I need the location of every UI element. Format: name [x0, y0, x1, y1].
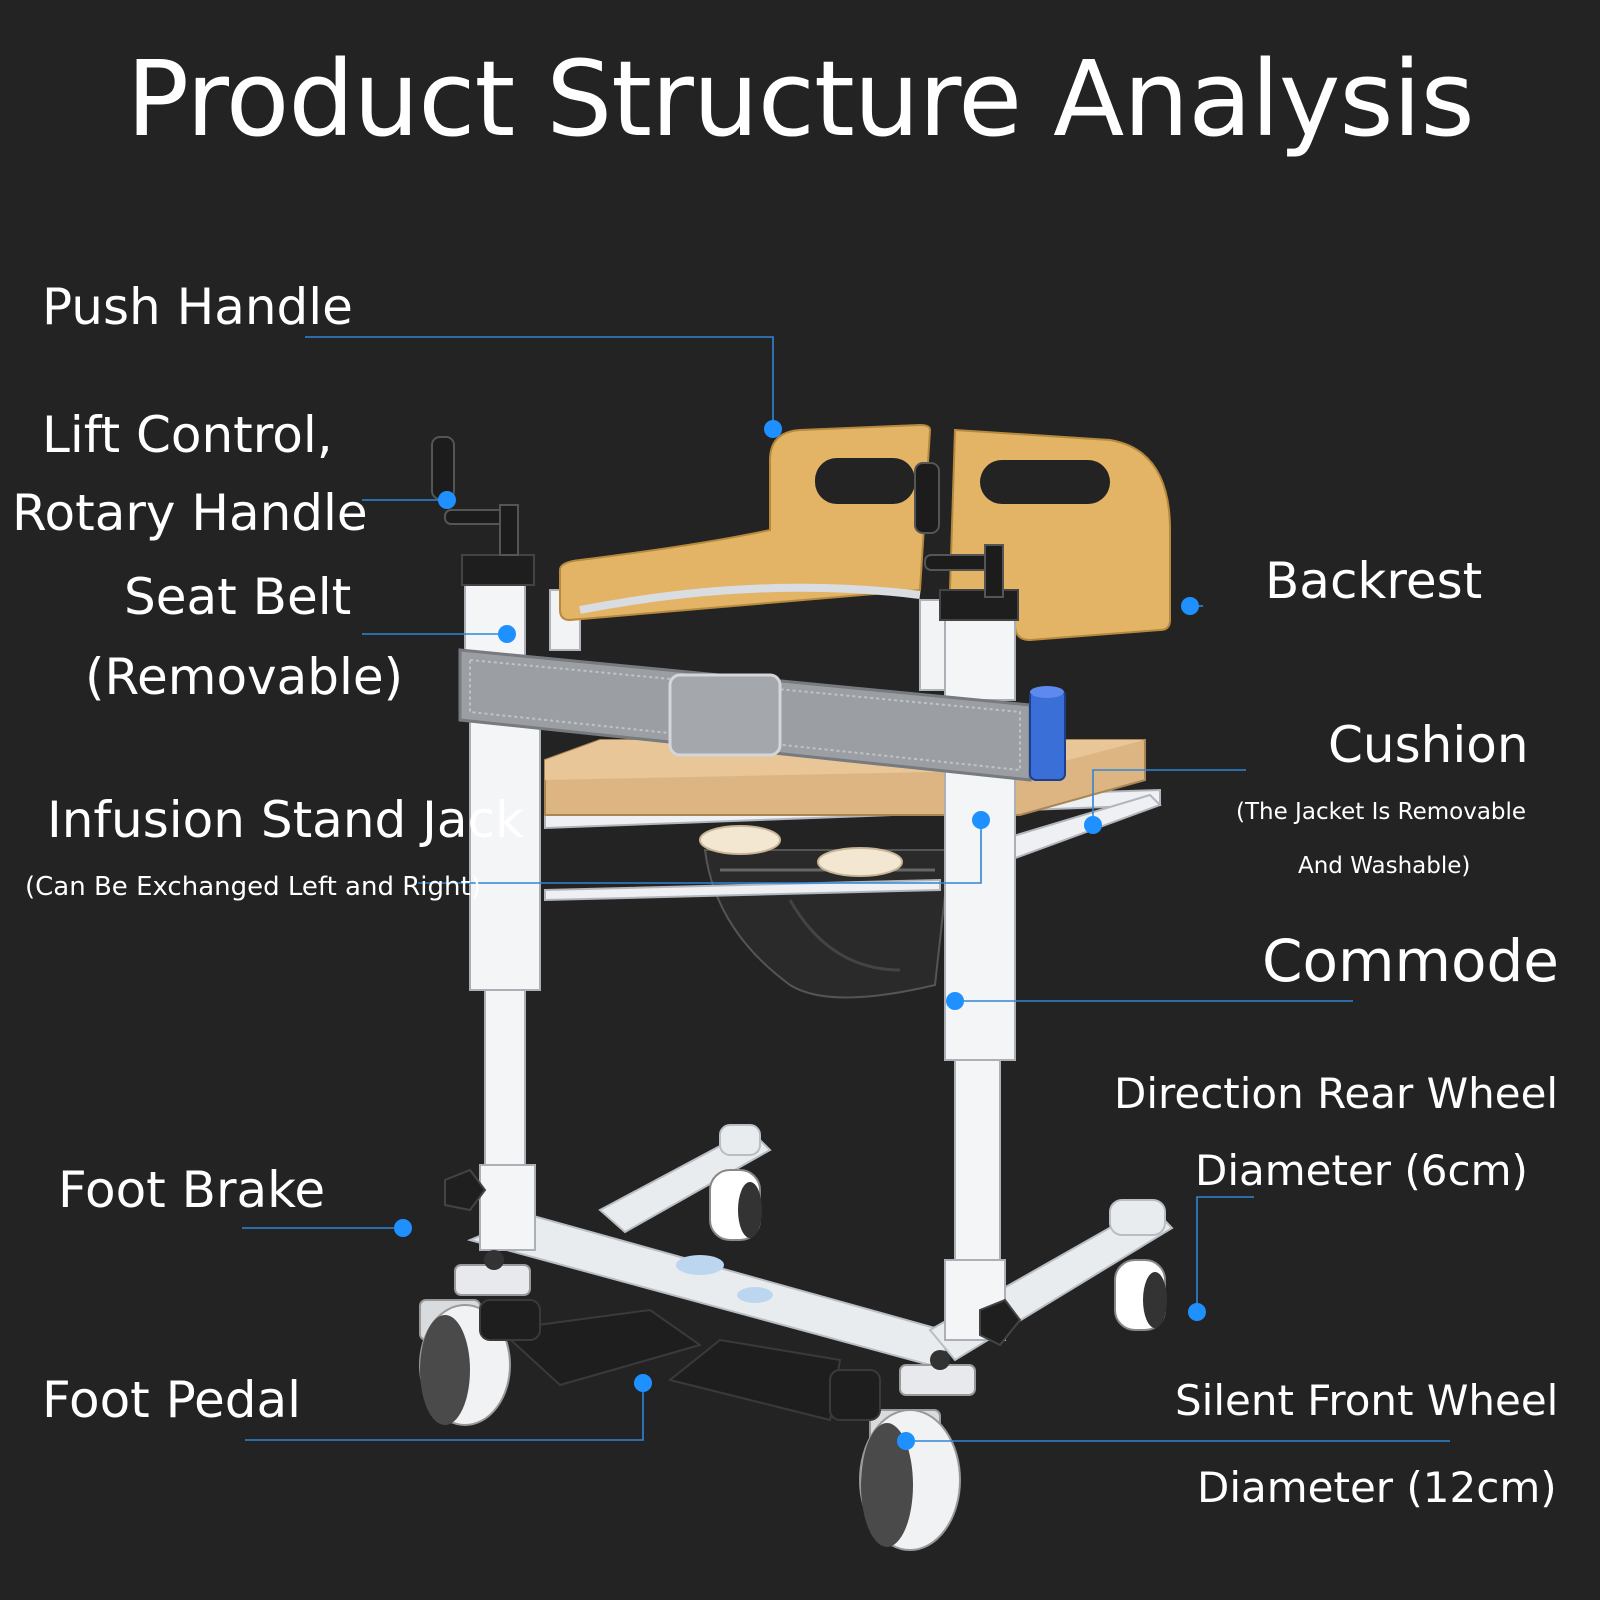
label-infusion-note: (Can Be Exchanged Left and Right)	[25, 872, 481, 902]
front-wheel-dot	[897, 1432, 915, 1450]
rear-wheel-right	[1114, 1259, 1167, 1331]
backrest-shape	[559, 423, 1171, 642]
foot-brake-dot	[394, 1219, 412, 1237]
seat-belt-shape	[458, 648, 1032, 782]
foot-pedal-dot	[634, 1374, 652, 1392]
push-handle-dot	[764, 420, 782, 438]
label-commode: Commode	[1262, 927, 1559, 995]
marker-dots	[394, 420, 1206, 1450]
lock-knob-icon	[930, 1350, 950, 1370]
page-title: Product Structure Analysis	[126, 38, 1474, 160]
rotary-handle-left	[431, 436, 519, 556]
label-foot-pedal: Foot Pedal	[42, 1371, 302, 1429]
label-seat-belt-note: (Removable)	[85, 648, 404, 706]
seat-belt-dot	[498, 625, 516, 643]
rotary-handle-right	[914, 462, 1004, 598]
commode-dot	[946, 992, 964, 1010]
rotary-handle-dot	[438, 491, 456, 509]
rear-wheel-left	[709, 1169, 762, 1241]
label-push-handle: Push Handle	[42, 278, 353, 336]
infusion-jack	[1029, 686, 1066, 781]
label-cushion-note-2: And Washable)	[1298, 853, 1471, 879]
brand-label-icon	[676, 1255, 724, 1275]
label-cushion-note-1: (The Jacket Is Removable	[1236, 799, 1527, 825]
label-rear-wheel: Direction Rear Wheel	[1114, 1069, 1559, 1118]
label-front-wheel: Silent Front Wheel	[1175, 1376, 1559, 1425]
label-rotary-handle: Rotary Handle	[12, 484, 368, 542]
rear-wheel-dot	[1188, 1303, 1206, 1321]
chair-illustration	[419, 423, 1174, 1551]
label-seat-belt: Seat Belt	[124, 568, 352, 626]
infusion-jack-dot	[972, 811, 990, 829]
front-right-caster	[859, 1364, 976, 1551]
brake-knob-icon	[444, 1168, 1022, 1347]
commode-bucket	[703, 849, 952, 999]
label-front-wheel-diameter: Diameter (12cm)	[1197, 1463, 1557, 1512]
label-rear-wheel-diameter: Diameter (6cm)	[1195, 1146, 1528, 1195]
label-lift-control: Lift Control,	[42, 406, 333, 464]
front-left-caster	[419, 1264, 531, 1426]
label-backrest: Backrest	[1265, 552, 1483, 610]
leader-lines	[242, 336, 1450, 1442]
footrest-right	[667, 1338, 881, 1422]
label-foot-brake: Foot Brake	[58, 1161, 326, 1219]
cushion-dot	[1084, 816, 1102, 834]
label-infusion-stand: Infusion Stand Jack	[47, 791, 524, 849]
brand-label-icon	[737, 1287, 773, 1303]
label-cushion: Cushion	[1328, 716, 1529, 774]
footrest-left	[479, 1299, 703, 1387]
lock-knob-icon	[484, 1250, 504, 1270]
backrest-dot	[1181, 597, 1199, 615]
